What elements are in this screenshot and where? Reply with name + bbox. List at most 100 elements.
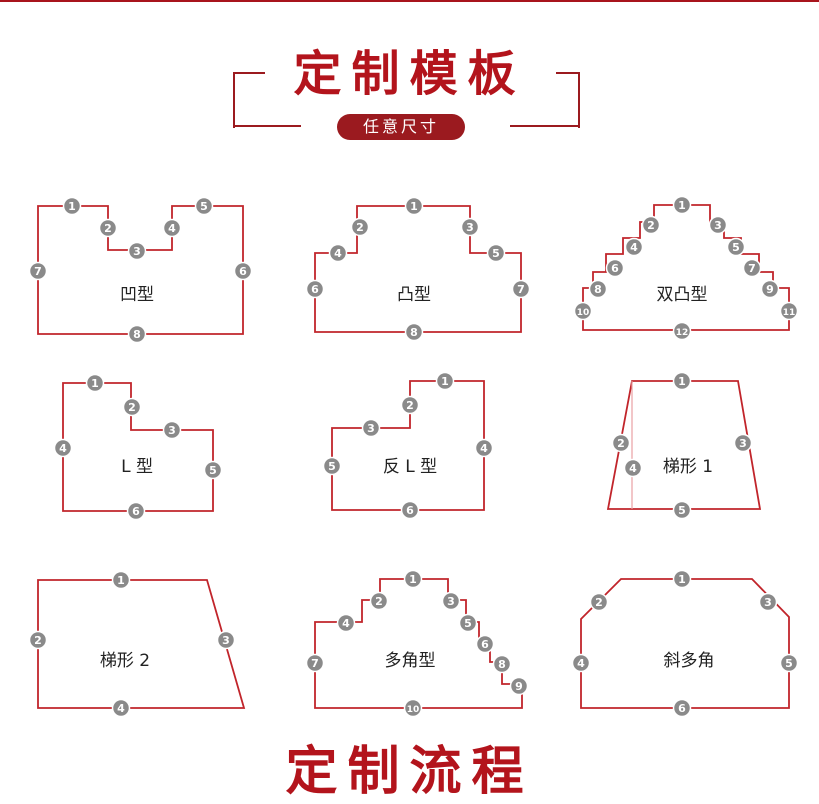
edge-number-badge: 4 [474,438,494,458]
svg-text:9: 9 [766,283,774,296]
right-bracket-bottom [510,125,580,127]
edge-number-badge: 6 [126,501,146,521]
top-divider-line [0,0,819,2]
edge-number-badge: 4 [111,698,131,718]
svg-text:3: 3 [714,219,722,232]
svg-text:1: 1 [91,377,99,390]
edge-number-badge: 3 [361,418,381,438]
svg-text:5: 5 [200,200,208,213]
svg-text:5: 5 [209,464,217,477]
svg-text:10: 10 [407,705,420,715]
edge-number-badge: 5 [486,243,506,263]
svg-text:2: 2 [406,399,414,412]
shape-label: L 型 [121,457,153,477]
edge-number-badge: 4 [624,237,644,257]
edge-number-badge: 1 [672,195,692,215]
svg-text:7: 7 [517,283,525,296]
svg-text:1: 1 [410,200,418,213]
edge-number-badge: 8 [588,279,608,299]
svg-text:3: 3 [739,437,747,450]
svg-text:10: 10 [577,308,590,318]
left-bracket [233,72,265,128]
svg-text:3: 3 [447,595,455,608]
svg-text:8: 8 [410,326,418,339]
shape-label: 双凸型 [657,285,708,305]
edge-number-badge: 3 [162,420,182,440]
svg-text:5: 5 [464,617,472,630]
svg-text:4: 4 [168,222,176,235]
svg-text:5: 5 [328,460,336,473]
svg-text:6: 6 [678,702,686,715]
svg-text:4: 4 [59,442,67,455]
edge-number-badge: 10 [573,301,593,321]
edge-number-badge: 3 [733,433,753,453]
edge-number-badge: 7 [28,261,48,281]
svg-text:6: 6 [406,504,414,517]
edge-number-badge: 5 [203,460,223,480]
shape-outline-tu [314,205,522,333]
edge-number-badge: 3 [708,215,728,235]
shape-outline-fan-l [331,380,485,511]
svg-text:3: 3 [222,634,230,647]
svg-text:1: 1 [409,573,417,586]
edge-number-badge: 4 [571,653,591,673]
shape-label: 多角型 [385,651,436,671]
svg-text:7: 7 [311,657,319,670]
shape-outline-l [62,382,214,512]
svg-text:5: 5 [678,504,686,517]
edge-number-badge: 1 [111,570,131,590]
svg-text:1: 1 [441,375,449,388]
edge-number-badge: 2 [369,591,389,611]
shape-label: 凹型 [120,285,154,305]
edge-number-badge: 6 [672,698,692,718]
svg-text:1: 1 [678,375,686,388]
edge-number-badge: 1 [403,569,423,589]
edge-number-badge: 6 [400,500,420,520]
edge-number-badge: 6 [233,261,253,281]
shape-outline-ao [37,205,244,335]
edge-number-badge: 5 [672,500,692,520]
edge-number-badge: 4 [336,613,356,633]
edge-number-badge: 11 [779,301,799,321]
svg-text:11: 11 [783,308,796,318]
svg-text:7: 7 [34,265,42,278]
svg-text:2: 2 [104,222,112,235]
edge-number-badge: 2 [641,215,661,235]
edge-number-badge: 9 [760,279,780,299]
edge-number-badge: 4 [162,218,182,238]
edge-number-badge: 7 [305,653,325,673]
svg-text:4: 4 [577,657,585,670]
svg-text:5: 5 [492,247,500,260]
edge-number-badge: 9 [509,676,529,696]
svg-text:3: 3 [168,424,176,437]
svg-text:1: 1 [678,199,686,212]
svg-text:4: 4 [342,617,350,630]
svg-text:2: 2 [128,401,136,414]
edge-number-badge: 3 [758,592,778,612]
edge-number-badge: 1 [672,371,692,391]
edge-number-badge: 2 [611,433,631,453]
svg-text:2: 2 [356,221,364,234]
svg-text:2: 2 [595,596,603,609]
edge-number-badge: 8 [404,322,424,342]
edge-number-badge: 1 [672,569,692,589]
edge-number-badge: 3 [127,241,147,261]
svg-text:8: 8 [133,328,141,341]
svg-text:3: 3 [764,596,772,609]
svg-text:8: 8 [498,658,506,671]
svg-text:6: 6 [481,638,489,651]
svg-text:9: 9 [515,680,523,693]
edge-number-badge: 1 [404,196,424,216]
svg-text:2: 2 [34,634,42,647]
edge-number-badge: 6 [305,279,325,299]
shape-outline-tixing1 [606,380,762,510]
edge-number-badge: 6 [475,634,495,654]
svg-text:6: 6 [239,265,247,278]
svg-text:4: 4 [334,247,342,260]
svg-text:8: 8 [594,283,602,296]
svg-text:3: 3 [367,422,375,435]
shape-label: 凸型 [397,285,431,305]
edge-number-badge: 5 [458,613,478,633]
subtitle-badge: 任意尺寸 [337,114,465,140]
